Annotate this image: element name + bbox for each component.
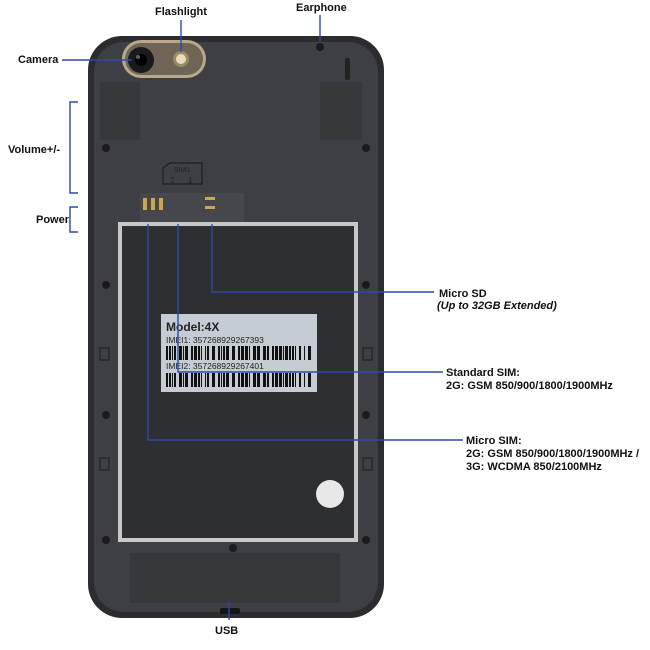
imei1-label: IMEI1: 357268929267393 [166,335,264,345]
svg-text:2: 2 [170,176,175,185]
usb-label: USB [215,625,238,637]
power-label: Power [36,214,70,226]
usb-port-icon [220,608,240,614]
camera-label: Camera [18,54,59,66]
micro-sd-label: Micro SD [439,288,487,300]
imei2-label: IMEI2: 357268929267401 [166,361,264,371]
flashlight-label: Flashlight [155,6,207,18]
svg-text:1: 1 [188,176,193,185]
imei-sticker: Model:4X IMEI1: 357268929267393 IMEI2: 3… [161,314,317,392]
earphone-label: Earphone [296,2,347,14]
certification-seal [316,480,344,508]
standard-sim-bands: 2G: GSM 850/900/1800/1900MHz [446,380,613,392]
earphone-jack-icon [316,43,324,51]
micro-sim-bands-2g: 2G: GSM 850/900/1800/1900MHz / [466,448,639,460]
micro-sd-note: (Up to 32GB Extended) [437,300,557,312]
standard-sim-label: Standard SIM: [446,367,520,379]
svg-text:SIM1: SIM1 [174,167,190,174]
sim-tray-marking: SIM1 2 1 [162,162,203,185]
micro-sim-bands-3g: 3G: WCDMA 850/2100MHz [466,461,602,473]
camera-module [122,40,206,78]
barcode [166,373,311,387]
screw-icons [102,144,370,552]
barcode [166,346,311,360]
micro-sim-label: Micro SIM: [466,435,522,447]
model-label: Model:4X [166,320,219,334]
callout-lines [62,15,463,620]
volume-label: Volume+/- [8,144,60,156]
